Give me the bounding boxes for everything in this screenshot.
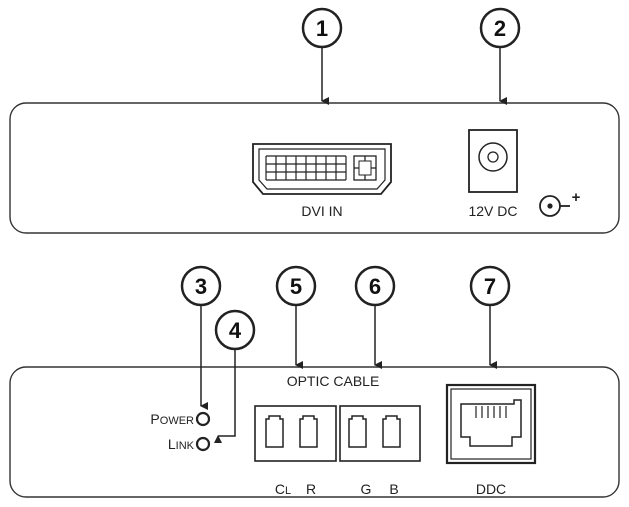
callout-number: 6: [369, 274, 381, 299]
polarity-symbol-icon: +: [539, 189, 581, 217]
dc-label: 12V DC: [468, 203, 517, 219]
port-label-cl-initial: C: [275, 481, 285, 497]
callout-number: 3: [195, 274, 207, 299]
callout-number: 2: [494, 16, 506, 41]
callout-4: 4: [214, 309, 256, 443]
dvi-in-connector: [252, 143, 392, 195]
dc-power-jack: [468, 129, 518, 193]
callout-number: 4: [229, 318, 242, 343]
port-label-cl-rest: L: [285, 485, 291, 497]
optic-cable-label: OPTIC CABLE: [287, 373, 380, 389]
ddc-label: DDC: [476, 481, 506, 497]
callout-number: 1: [316, 16, 328, 41]
dvi-pin-grid: [265, 155, 347, 181]
link-label: LINK: [168, 436, 195, 452]
callout-number: 5: [290, 274, 302, 299]
callout-2: 2: [479, 7, 521, 105]
callout-3: 3: [180, 265, 222, 410]
optic-connector-g-b: [339, 405, 421, 462]
port-label-g: G: [361, 481, 372, 497]
callout-7: 7: [469, 265, 511, 369]
optic-connector-cl-r: [254, 405, 337, 462]
port-label-r: R: [306, 481, 316, 497]
link-label-initial: L: [168, 436, 176, 452]
link-label-rest: INK: [176, 440, 195, 452]
port-label-b: B: [389, 481, 398, 497]
polarity-plus: +: [572, 189, 581, 206]
callout-5: 5: [275, 265, 317, 369]
ddc-rj45-connector: [445, 383, 537, 465]
power-led: [195, 411, 211, 427]
link-led: [195, 436, 211, 452]
callout-1: 1: [301, 7, 343, 105]
dvi-in-label: DVI IN: [301, 203, 342, 219]
callout-6: 6: [354, 265, 396, 369]
power-label-initial: P: [150, 411, 159, 427]
port-label-cl: CL: [275, 481, 291, 497]
callout-number: 7: [484, 274, 496, 299]
power-label: POWER: [150, 411, 194, 427]
power-label-rest: OWER: [160, 415, 194, 427]
